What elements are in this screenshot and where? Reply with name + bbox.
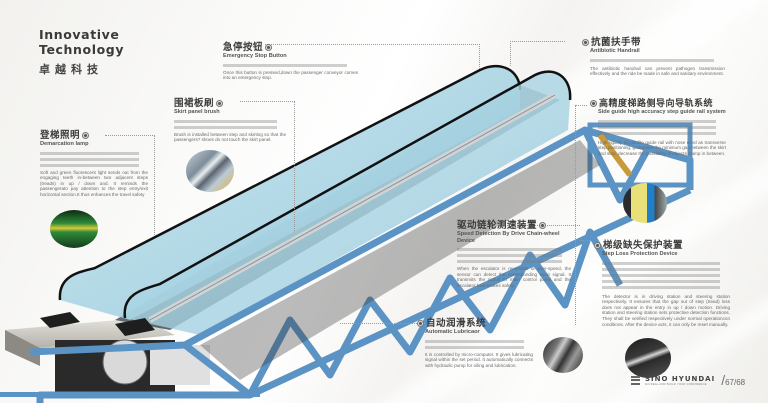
en-body: When the escalator is reversible or over… — [457, 266, 571, 288]
callout-side-guide-rail: 高精度梯路侧导向导轨系统 Side guide high accuracy st… — [591, 98, 726, 156]
brand-logo-icon — [630, 375, 641, 386]
cn-title: 围裙板刷 — [174, 98, 215, 109]
callout-skirt-brush: 围裙板刷 Skirt panel brush Brush is installe… — [174, 98, 286, 143]
callout-demarcation-lamp: 登梯照明 Demarcation lamp Soft and green flu… — [40, 130, 148, 198]
cn-title: 高精度梯路侧导向导轨系统 — [599, 98, 714, 108]
leader-skirt-brush — [240, 101, 295, 231]
page-title: Innovative Technology 卓越科技 — [39, 27, 124, 77]
marker-dot-icon — [591, 101, 596, 107]
leader-lubricator — [340, 323, 425, 324]
en-body: The detector is in driving station and s… — [602, 293, 730, 327]
cn-body-placeholder — [590, 58, 715, 63]
footer: SINO HYUNDAI GO REAL AND BUILD YOUR CONF… — [630, 372, 745, 388]
cn-title: 抗菌扶手带 — [591, 37, 642, 48]
marker-dot-icon — [83, 132, 89, 138]
brand-block: SINO HYUNDAI GO REAL AND BUILD YOUR CONF… — [645, 375, 715, 386]
cn-title: 自动润滑系统 — [426, 318, 487, 329]
page-number: /67/68 — [721, 372, 745, 388]
title-line-1: Innovative — [39, 27, 120, 42]
marker-dot-icon — [583, 39, 588, 45]
en-body: Soft and green fluorescent light sends o… — [40, 169, 148, 197]
leader-side-guide — [575, 105, 587, 325]
en-title: Emergency Stop Button — [223, 53, 287, 59]
en-body: Brush is installed between step and skir… — [174, 131, 286, 143]
cn-title: 梯级缺失保护装置 — [603, 240, 684, 251]
callout-speed-detection: 驱动链轮测速装置 Speed Detection By Drive Chain-… — [457, 220, 571, 289]
callout-lubricator: 自动润滑系统 Automatic Lubricaor It is control… — [418, 318, 533, 368]
en-body: Once this button is pressed,down the pas… — [223, 69, 358, 81]
marker-dot-icon — [595, 242, 600, 248]
cn-title: 急停按钮 — [223, 42, 264, 53]
cn-body-placeholder — [40, 151, 140, 167]
slash-glyph: / — [721, 372, 726, 388]
leader-handrail — [510, 41, 565, 66]
step-loss-photo — [625, 338, 671, 378]
cn-body-placeholder — [602, 261, 720, 289]
brand-name: SINO HYUNDAI — [645, 374, 716, 383]
marker-dot-icon — [540, 222, 546, 228]
cn-title: 登梯照明 — [40, 130, 81, 141]
brand-slogan: GO REAL AND BUILD YOUR CONFIDENCE — [645, 382, 707, 386]
callout-emergency-stop: 急停按钮 Emergency Stop Button Once this but… — [223, 42, 358, 81]
callout-step-loss: 梯级缺失保护装置 Step Loss Protection Device The… — [595, 240, 730, 327]
callout-antibiotic-handrail: 抗菌扶手带 Antibiotic Handrail The antibiotic… — [583, 37, 725, 77]
en-body: It is controlled by micro-computer. It g… — [425, 351, 533, 368]
cn-body-placeholder — [598, 119, 716, 135]
en-title: Automatic Lubricaor — [425, 329, 480, 335]
title-line-2: Technology — [39, 42, 125, 57]
cn-title: 驱动链轮测速装置 — [457, 220, 538, 231]
en-title: Skirt panel brush — [174, 109, 220, 115]
leader-step-loss — [580, 240, 590, 241]
en-body: High rigidity big profile guide rail wit… — [598, 139, 726, 156]
en-title: Demarcation lamp — [40, 141, 89, 147]
marker-dot-icon — [217, 100, 223, 106]
en-title: Step Loss Protection Device — [602, 251, 678, 257]
guide-rail-photo — [623, 183, 667, 223]
en-title: Side guide high accuracy step guide rail… — [598, 109, 726, 115]
cn-body-placeholder — [223, 63, 348, 68]
lubricator-photo — [543, 337, 583, 373]
cn-body-placeholder — [457, 248, 562, 264]
page-number-value: 67/68 — [725, 378, 746, 387]
en-title: Speed Detection By Drive Chain-wheel Dev… — [457, 231, 560, 244]
marker-dot-icon — [418, 320, 423, 326]
skirt-brush-photo — [186, 150, 234, 192]
leader-speed-detection — [500, 225, 580, 226]
leader-demarcation — [105, 135, 155, 235]
cn-body-placeholder — [425, 339, 525, 349]
en-title: Antibiotic Handrail — [590, 48, 640, 54]
marker-dot-icon — [266, 44, 272, 50]
demarcation-lamp-photo — [50, 210, 98, 248]
cn-body-placeholder — [174, 119, 278, 129]
title-cn: 卓越科技 — [39, 63, 103, 76]
en-body: The antibiotic handrail can prevent path… — [590, 65, 725, 77]
leader-emergency-stop — [265, 44, 480, 69]
